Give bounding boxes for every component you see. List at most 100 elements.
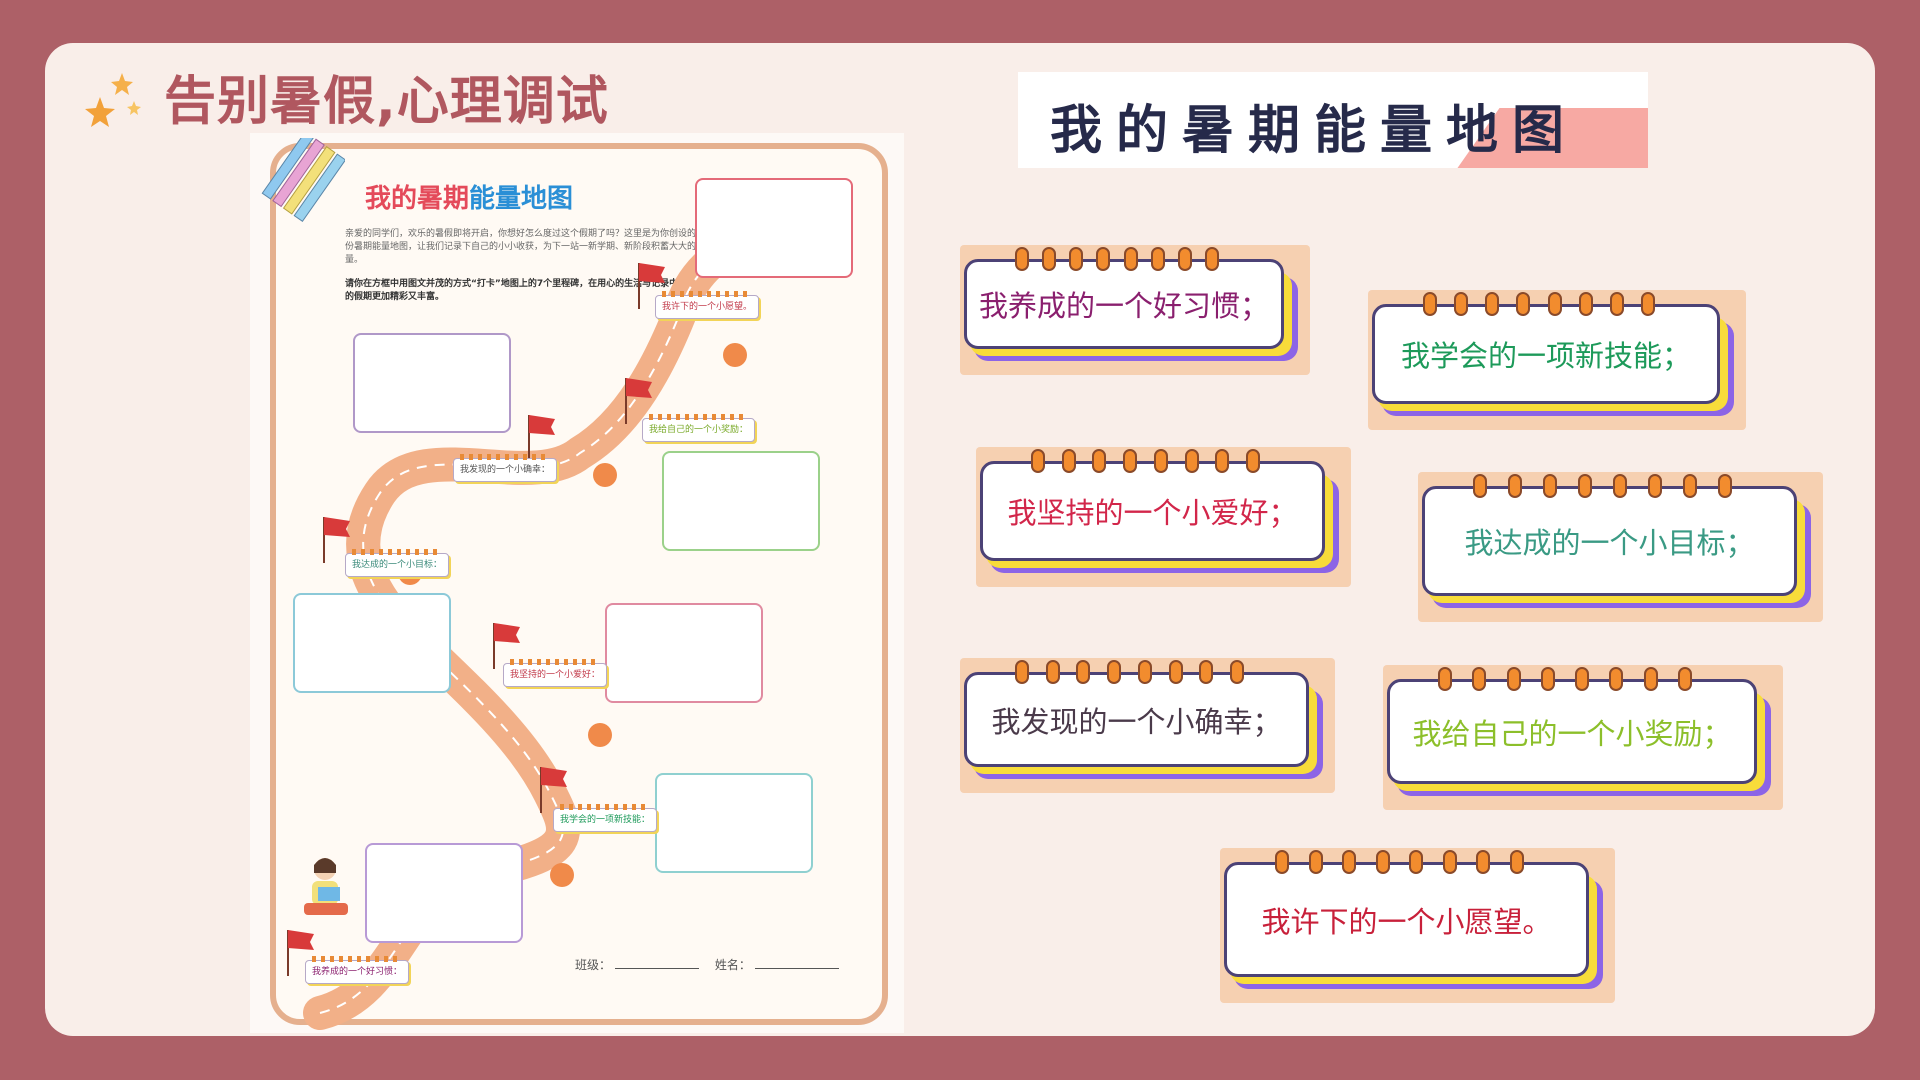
spiral-ring-icon (1509, 850, 1524, 874)
worksheet-box-6 (662, 451, 820, 551)
spiral-ring-icon (1506, 667, 1521, 691)
spiral-ring-icon (1096, 247, 1111, 271)
note-face: 我养成的一个好习惯； (964, 259, 1284, 349)
worksheet-box-5 (353, 333, 511, 433)
spiral-ring-icon (1031, 449, 1045, 473)
spiral-ring-icon (1375, 850, 1390, 874)
spiral-ring-icon (1069, 247, 1084, 271)
note-face: 我达成的一个小目标； (1422, 486, 1797, 596)
spiral-ring-icon (1516, 292, 1531, 316)
spiral-ring-icon (1177, 247, 1192, 271)
spiral-ring-icon (1204, 247, 1219, 271)
note-text: 我给自己的一个小奖励； (1412, 716, 1732, 751)
slide-header: 告别暑假,心理调试 (82, 56, 609, 136)
note-spiral-rings (1473, 474, 1732, 498)
energy-map-title: 我的暑期能量地图 (1050, 100, 1579, 161)
energy-note-5: 我发现的一个小确幸； (960, 658, 1335, 793)
spiral-ring-icon (1153, 449, 1168, 473)
note-face: 我发现的一个小确幸； (964, 672, 1309, 767)
worksheet-instructions: 请你在方框中用图文并茂的方式“打卡”地图上的7个里程碑，在用心的生活与记录中让你… (345, 279, 697, 302)
spiral-ring-icon (1229, 660, 1244, 684)
spiral-ring-icon (1107, 660, 1122, 684)
class-label: 班级： (575, 958, 612, 972)
energy-map-worksheet: 我的暑期能量地图 亲爱的同学们，欢乐的暑假即将开启，你想好怎么度过这个假期了吗？… (250, 133, 904, 1033)
note-text: 我坚持的一个小爱好； (1007, 496, 1298, 530)
spiral-ring-icon (1547, 292, 1562, 316)
girl-reading-illustration (304, 858, 348, 915)
flag-6-icon (625, 378, 652, 424)
note-spiral-rings (1031, 449, 1260, 473)
worksheet-box-1 (365, 843, 523, 943)
spiral-ring-icon (1199, 660, 1214, 684)
worksheet-label-6: 我给自己的一个小奖励： (642, 414, 756, 442)
pencils-icon (261, 138, 345, 223)
spiral-ring-icon (1485, 292, 1500, 316)
name-blank (754, 968, 839, 969)
note-text: 我学会的一项新技能； (1400, 339, 1691, 373)
flag-4-icon (323, 517, 350, 563)
spiral-ring-icon (1609, 292, 1624, 316)
note-face: 我坚持的一个小爱好； (980, 461, 1325, 561)
note-text: 我达成的一个小目标； (1464, 526, 1755, 560)
worksheet-box-3 (605, 603, 763, 703)
spiral-ring-icon (1150, 247, 1165, 271)
worksheet-title-part2: 能量地图 (469, 184, 574, 214)
spiral-ring-icon (1454, 292, 1469, 316)
note-spiral-rings (1275, 850, 1524, 874)
page-title: 告别暑假,心理调试 (164, 71, 609, 132)
spiral-ring-icon (1123, 247, 1138, 271)
note-face: 我给自己的一个小奖励； (1387, 679, 1757, 784)
spiral-ring-icon (1245, 449, 1260, 473)
flag-1-icon (287, 930, 314, 976)
flag-7-icon (638, 263, 665, 309)
class-blank (615, 968, 700, 969)
flag-5-icon (528, 415, 555, 461)
name-label: 姓名： (714, 958, 751, 972)
energy-note-1: 我养成的一个好习惯； (960, 245, 1310, 375)
spiral-ring-icon (1137, 660, 1152, 684)
spiral-ring-icon (1508, 474, 1522, 498)
spiral-ring-icon (1042, 247, 1057, 271)
note-face: 我许下的一个小愿望。 (1224, 862, 1589, 977)
flag-2-icon (540, 767, 567, 813)
spiral-ring-icon (1275, 850, 1289, 874)
note-text: 我许下的一个小愿望。 (1261, 904, 1552, 939)
spiral-ring-icon (1168, 660, 1183, 684)
spiral-ring-icon (1308, 850, 1323, 874)
spiral-ring-icon (1076, 660, 1091, 684)
spiral-ring-icon (1677, 667, 1692, 691)
spiral-ring-icon (1015, 247, 1029, 271)
worksheet-label-3: 我坚持的一个小爱好： (503, 659, 608, 687)
note-spiral-rings (1423, 292, 1655, 316)
spiral-ring-icon (1575, 667, 1590, 691)
spiral-ring-icon (1184, 449, 1199, 473)
energy-note-2: 我学会的一项新技能； (1368, 290, 1746, 430)
worksheet-box-4 (293, 593, 451, 693)
note-spiral-rings (1015, 247, 1219, 271)
worksheet-intro: 亲爱的同学们，欢乐的暑假即将开启，你想好怎么度过这个假期了吗？这里是为你创设的一… (345, 229, 706, 265)
worksheet-footer: 班级： 姓名： (575, 956, 851, 973)
spiral-ring-icon (1578, 474, 1592, 498)
spiral-ring-icon (1643, 667, 1658, 691)
spiral-ring-icon (1015, 660, 1029, 684)
spiral-ring-icon (1409, 850, 1424, 874)
spiral-ring-icon (1045, 660, 1060, 684)
spiral-ring-icon (1476, 850, 1491, 874)
energy-map-title-banner: 我的暑期能量地图 (1018, 72, 1648, 168)
spiral-ring-icon (1578, 292, 1593, 316)
worksheet-box-2 (655, 773, 813, 873)
spiral-ring-icon (1438, 667, 1452, 691)
worksheet-box-7 (695, 178, 853, 278)
energy-note-3: 我坚持的一个小爱好； (976, 447, 1351, 587)
worksheet-label-5: 我发现的一个小确幸： (453, 454, 558, 482)
flag-3-icon (493, 623, 520, 669)
spiral-ring-icon (1342, 850, 1357, 874)
spiral-ring-icon (1215, 449, 1230, 473)
spiral-ring-icon (1540, 667, 1555, 691)
spiral-ring-icon (1473, 474, 1487, 498)
note-face: 我学会的一项新技能； (1372, 304, 1720, 404)
worksheet-label-2: 我学会的一项新技能： (553, 804, 658, 832)
spiral-ring-icon (1718, 474, 1732, 498)
spiral-ring-icon (1442, 850, 1457, 874)
spiral-ring-icon (1609, 667, 1624, 691)
